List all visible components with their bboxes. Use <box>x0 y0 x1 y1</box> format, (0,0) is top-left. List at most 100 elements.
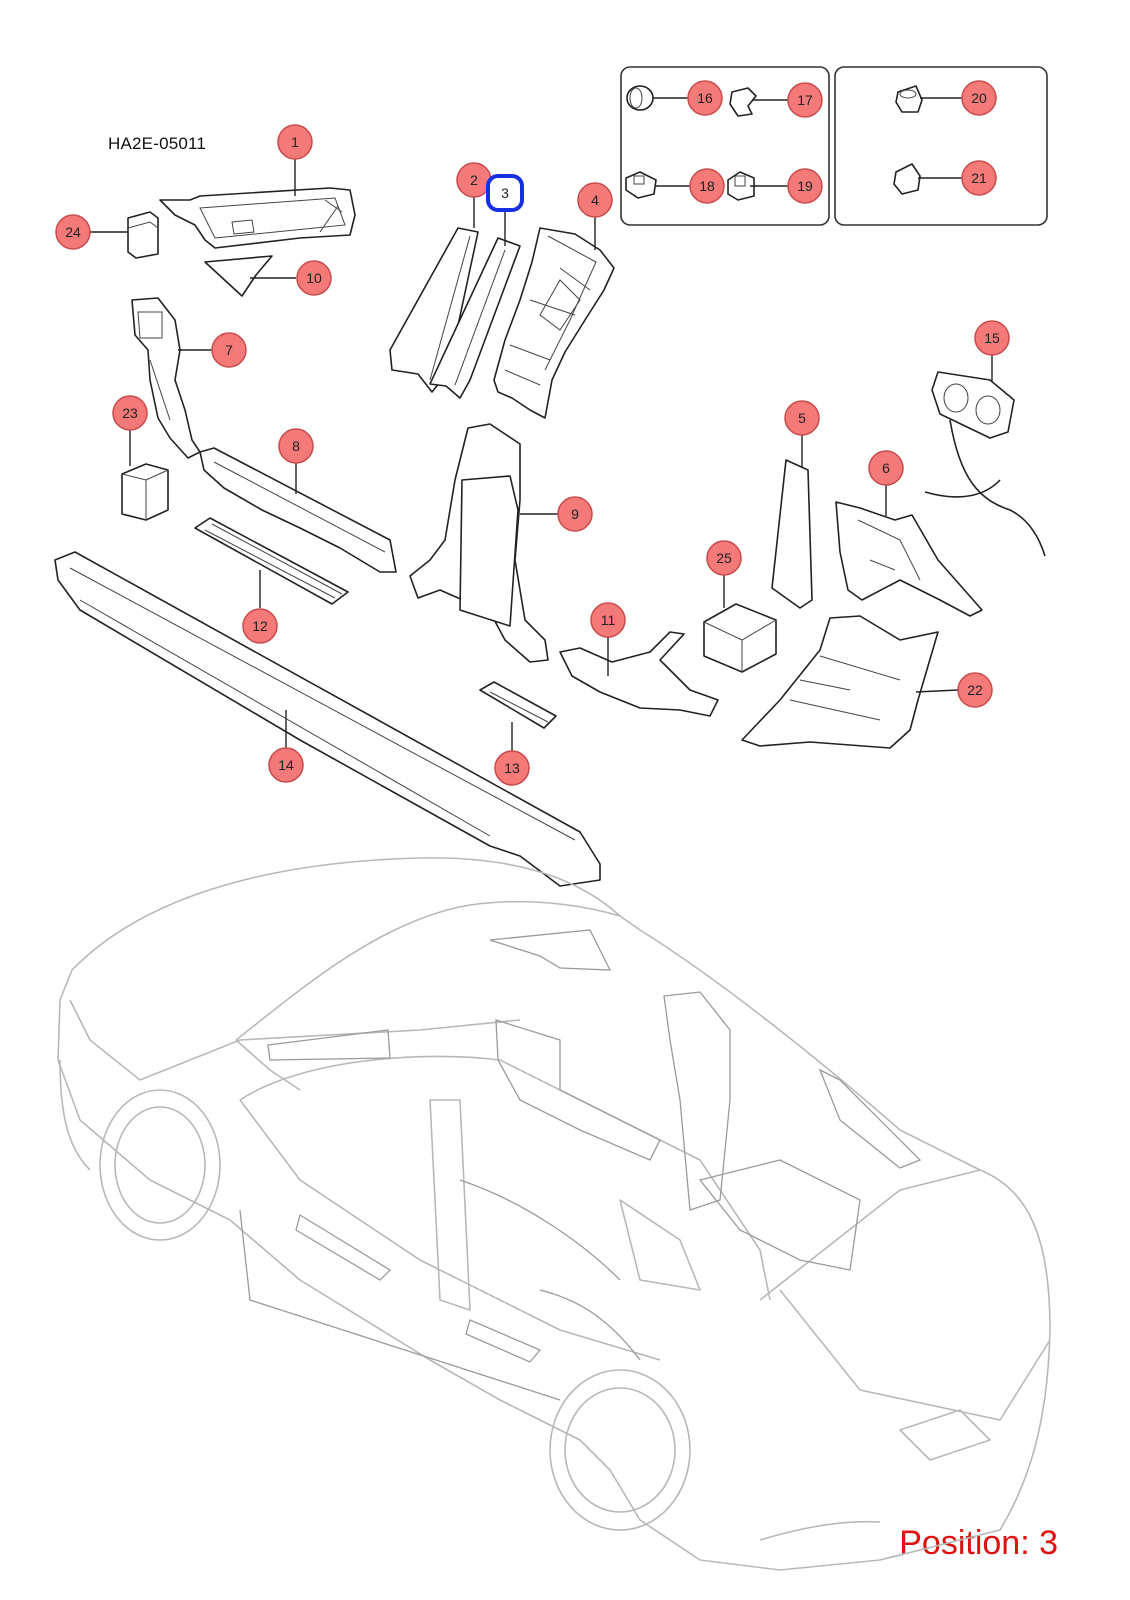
callout-number: 9 <box>571 506 579 522</box>
callout-18[interactable]: 18 <box>689 168 725 204</box>
callout-13[interactable]: 13 <box>494 750 530 786</box>
part-8-door-scuff-trim <box>199 447 397 573</box>
part-13-rear-scuff-plate <box>479 681 557 729</box>
callout-19[interactable]: 19 <box>787 168 823 204</box>
part-14-side-sill-trim <box>54 551 601 887</box>
callout-22[interactable]: 22 <box>957 672 993 708</box>
callout-10[interactable]: 10 <box>296 260 332 296</box>
part-11-lower-trim <box>559 631 719 717</box>
part-23-pad <box>121 463 169 521</box>
part-1-front-pillar-trim <box>159 187 356 249</box>
callout-circle <box>706 540 742 576</box>
callout-24[interactable]: 24 <box>55 214 91 250</box>
part-15-speaker-unit <box>924 371 1046 557</box>
leader-lines <box>90 97 993 752</box>
callout-circle <box>211 332 247 368</box>
callout-17[interactable]: 17 <box>787 82 823 118</box>
callout-circle <box>296 260 332 296</box>
callout-9[interactable]: 9 <box>557 496 593 532</box>
part-10-triangle-trim <box>204 255 273 297</box>
part-25-pad <box>703 603 777 673</box>
callout-7[interactable]: 7 <box>211 332 247 368</box>
callout-16[interactable]: 16 <box>687 80 723 116</box>
callout-number: 6 <box>882 460 890 476</box>
callout-number: 21 <box>971 170 987 186</box>
part-22-rear-quarter-lower <box>741 615 939 749</box>
callout-circle <box>784 400 820 436</box>
callout-3[interactable]: 3 <box>486 174 524 212</box>
callout-number: 10 <box>306 270 322 286</box>
callout-25[interactable]: 25 <box>706 540 742 576</box>
callout-circle <box>242 608 278 644</box>
callout-number: 4 <box>591 192 599 208</box>
callout-15[interactable]: 15 <box>974 320 1010 356</box>
callout-number: 2 <box>470 172 478 188</box>
part-9-b-pillar-lower <box>409 423 549 663</box>
selected-callout-highlight <box>486 174 524 212</box>
diagram-code: HA2E-05011 <box>108 134 207 153</box>
callout-8[interactable]: 8 <box>278 428 314 464</box>
callout-number: 23 <box>122 405 138 421</box>
part-6-rear-quarter-upper <box>835 501 983 617</box>
callout-circle <box>268 747 304 783</box>
callout-11[interactable]: 11 <box>590 602 626 638</box>
callout-number: 18 <box>699 178 715 194</box>
callout-number: 14 <box>278 757 294 773</box>
callout-circle <box>974 320 1010 356</box>
callout-circle <box>689 168 725 204</box>
callout-circle <box>277 124 313 160</box>
part-18-clip <box>625 171 657 199</box>
callout-5[interactable]: 5 <box>784 400 820 436</box>
callout-21[interactable]: 21 <box>961 160 997 196</box>
callout-number: 5 <box>798 410 806 426</box>
callout-circle <box>787 168 823 204</box>
callout-number: 3 <box>501 185 509 201</box>
position-label: Position: 3 <box>899 1524 1058 1562</box>
part-3-pillar-strip <box>429 237 521 399</box>
callout-circle <box>577 182 613 218</box>
part-21-clip <box>893 163 921 195</box>
vehicle-reference-drawing <box>57 857 1051 1571</box>
inset-box-clips-16-19 <box>620 66 830 226</box>
callout-number: 17 <box>797 92 813 108</box>
inset-box-clips-20-21 <box>834 66 1048 226</box>
callout-1[interactable]: 1 <box>277 124 313 160</box>
callout-number: 8 <box>292 438 300 454</box>
callout-circle <box>112 395 148 431</box>
callout-circle <box>494 750 530 786</box>
part-20-clip <box>895 85 923 113</box>
callout-circle <box>278 428 314 464</box>
callout-23[interactable]: 23 <box>112 395 148 431</box>
callout-2[interactable]: 2 <box>456 162 492 198</box>
callout-number: 22 <box>967 682 983 698</box>
callout-14[interactable]: 14 <box>268 747 304 783</box>
callout-number: 1 <box>291 134 299 150</box>
callout-circle <box>687 80 723 116</box>
callout-number: 20 <box>971 90 987 106</box>
part-24-block <box>127 211 159 259</box>
callout-circle <box>557 496 593 532</box>
part-19-clip <box>727 171 755 201</box>
callout-circle <box>55 214 91 250</box>
callout-number: 12 <box>252 618 268 634</box>
callout-number: 11 <box>601 612 616 628</box>
callout-12[interactable]: 12 <box>242 608 278 644</box>
callout-6[interactable]: 6 <box>868 450 904 486</box>
callout-number: 19 <box>797 178 813 194</box>
callout-20[interactable]: 20 <box>961 80 997 116</box>
part-17-clip <box>729 87 757 117</box>
callout-4[interactable]: 4 <box>577 182 613 218</box>
part-16-clip <box>626 85 654 111</box>
callout-circle <box>961 80 997 116</box>
callout-number: 16 <box>697 90 713 106</box>
callout-number: 24 <box>65 224 81 240</box>
callout-circle <box>961 160 997 196</box>
part-12-scuff-plate <box>194 517 349 605</box>
part-2-pillar-strip <box>389 227 479 393</box>
part-7-front-pillar-lower <box>131 297 201 459</box>
callout-circle <box>787 82 823 118</box>
callout-circle <box>957 672 993 708</box>
callout-number: 13 <box>504 760 520 776</box>
